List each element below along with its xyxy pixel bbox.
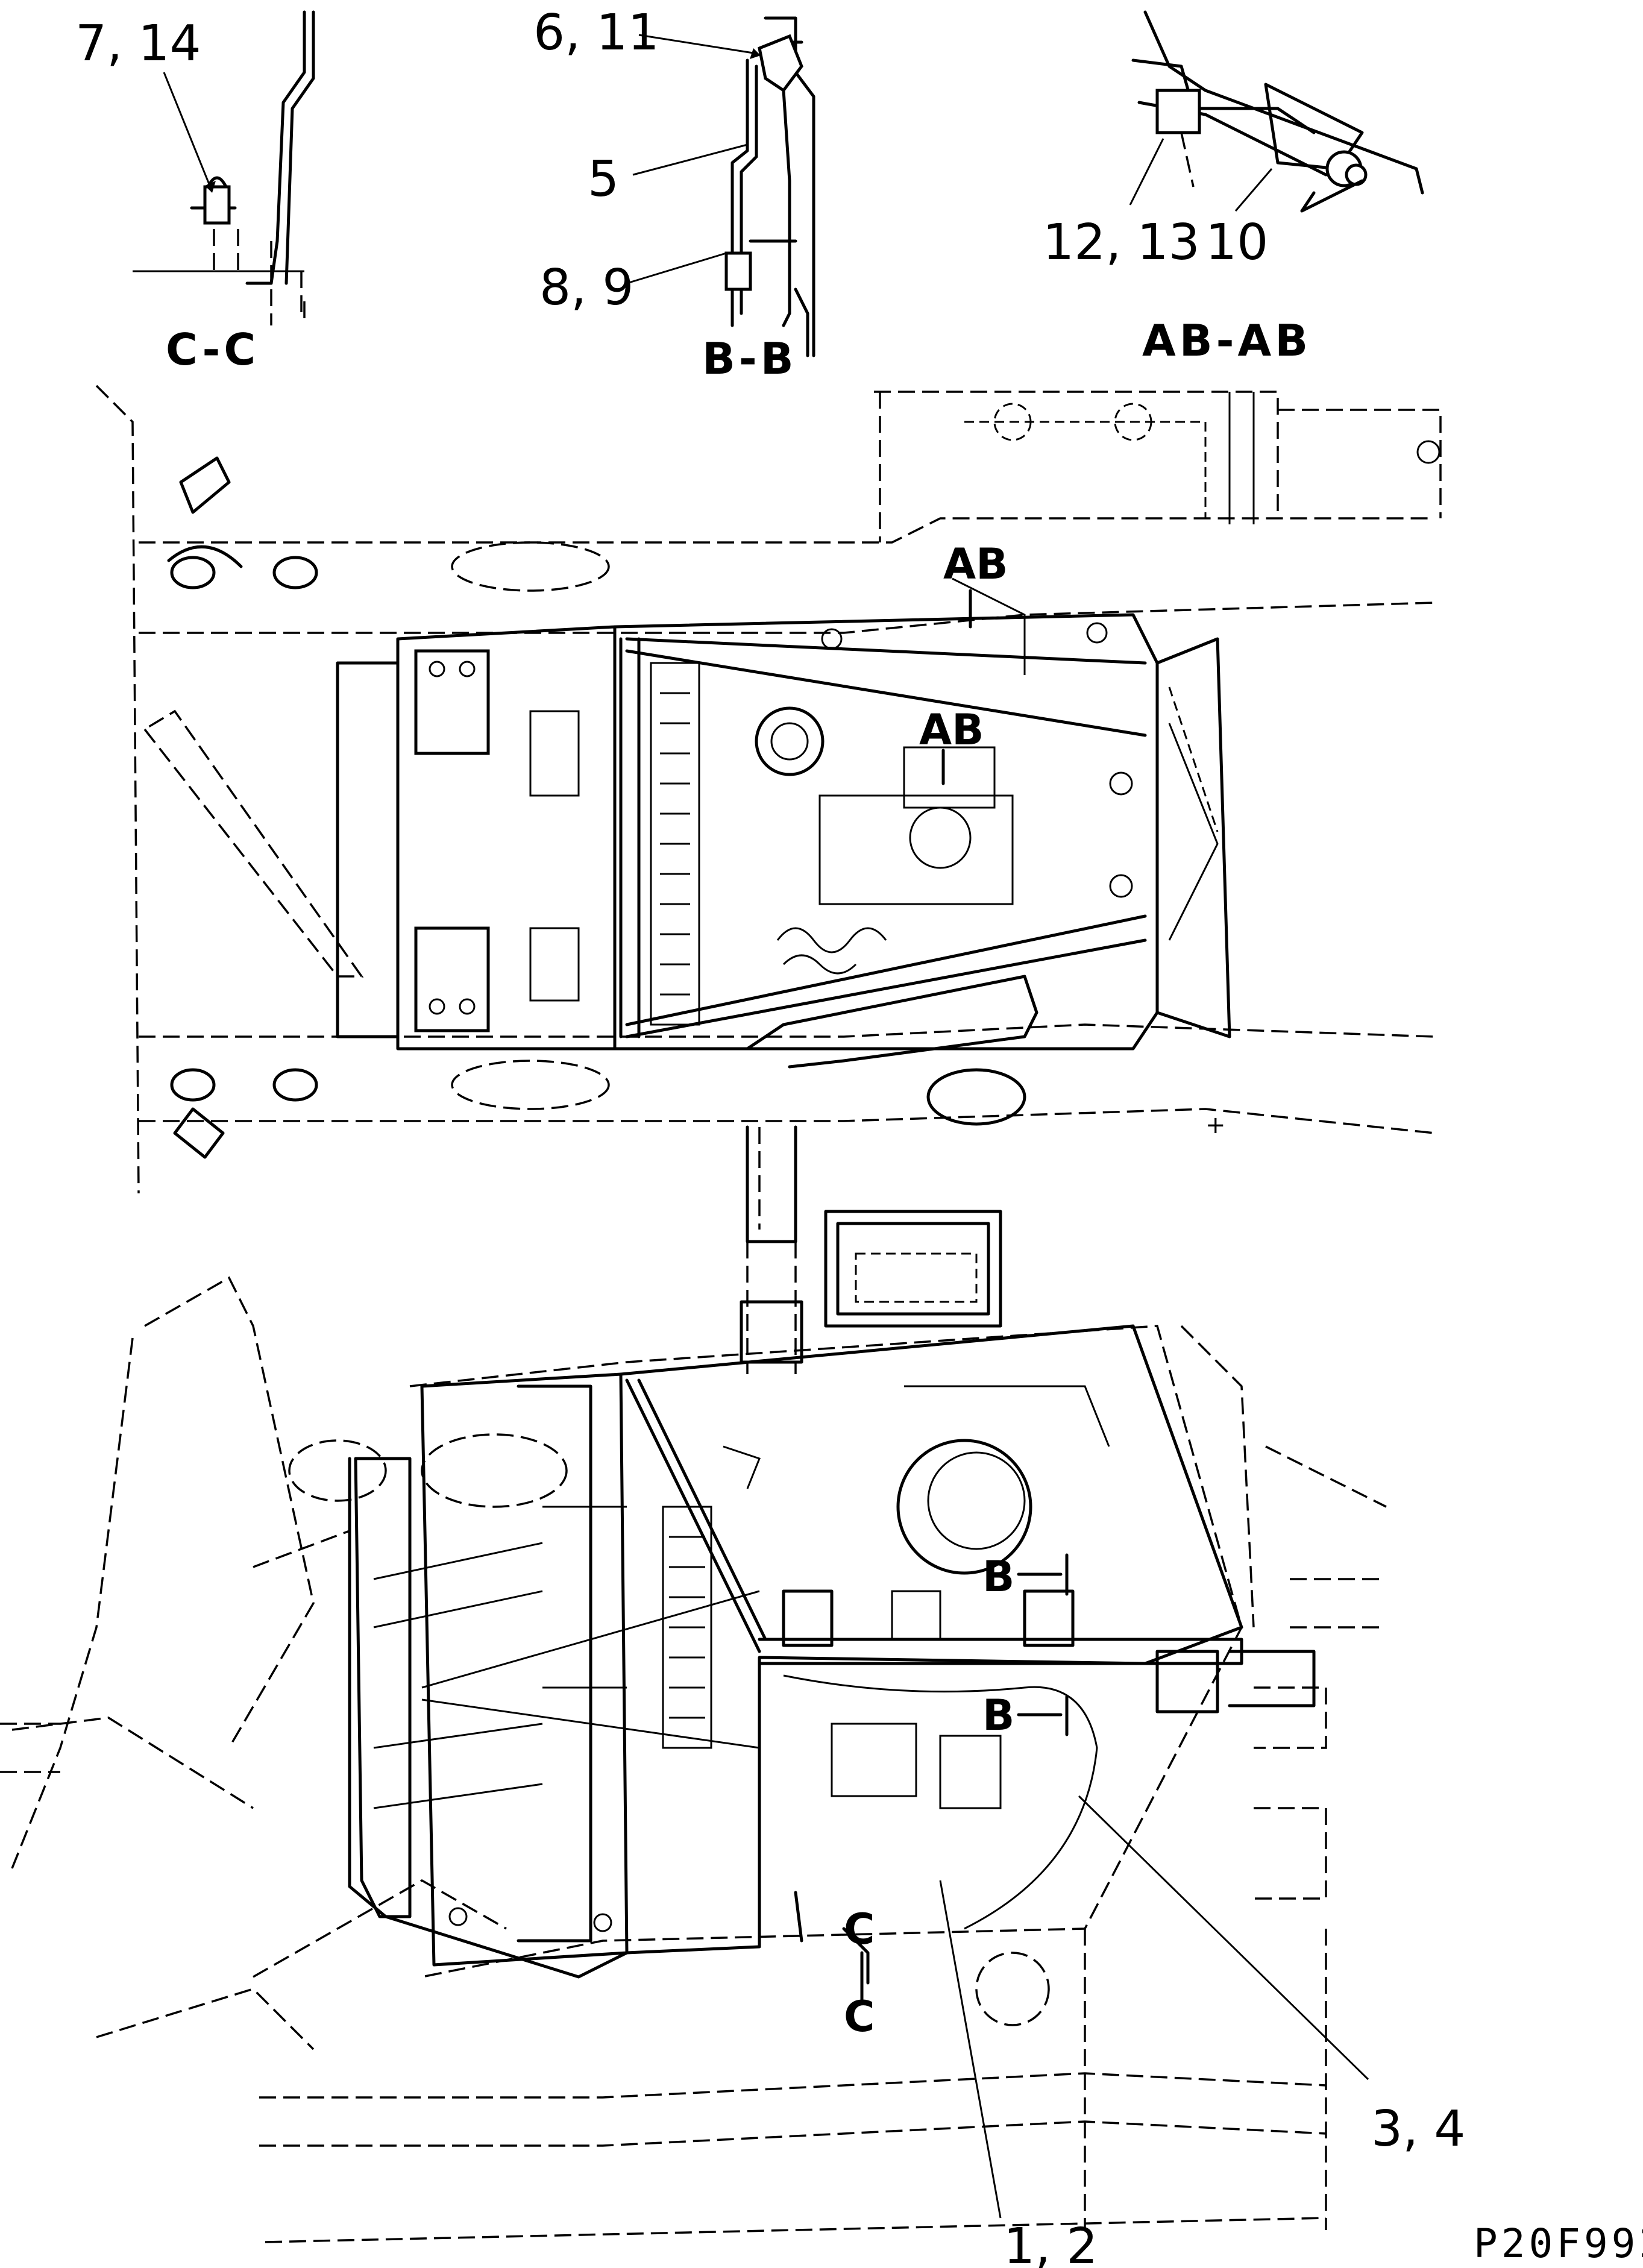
view-marker-c-upper: C [844, 1905, 875, 1954]
callout-6-11: 6, 11 [533, 4, 659, 61]
callout-1-2: 1, 2 [1004, 2218, 1098, 2268]
view-marker-b-lower: B [982, 1691, 1014, 1740]
detail-view-c-c: 7, 14 C-C [75, 10, 315, 375]
detail-view-b-b: 6, 11 5 8, 9 B-B [533, 4, 815, 384]
callout-8-9: 8, 9 [539, 259, 633, 316]
callout-10: 10 [1205, 214, 1268, 271]
callout-7-14: 7, 14 [75, 15, 201, 72]
section-title-ab-ab: AB-AB [1142, 315, 1312, 366]
section-title-c-c: C-C [166, 324, 259, 375]
view-marker-c-lower: C [844, 1992, 875, 2041]
view-marker-ab-mid: AB [919, 705, 984, 755]
svg-text:+: + [1205, 1111, 1226, 1139]
callout-12-13: 12, 13 [1043, 214, 1200, 271]
callout-5: 5 [588, 151, 619, 208]
detail-view-ab-ab: 12, 13 10 AB-AB [1043, 10, 1424, 366]
callout-3-4: 3, 4 [1371, 2100, 1465, 2158]
view-marker-ab-top: AB [943, 539, 1008, 589]
plan-view-bottom: B B C C 3, 4 1, 2 [0, 1210, 1465, 2268]
view-marker-b-upper: B [982, 1552, 1014, 1601]
plan-view-top: AB AB + [95, 385, 1442, 1243]
drawing-number: P20F992 [1474, 2220, 1643, 2267]
section-title-b-b: B-B [702, 333, 797, 384]
